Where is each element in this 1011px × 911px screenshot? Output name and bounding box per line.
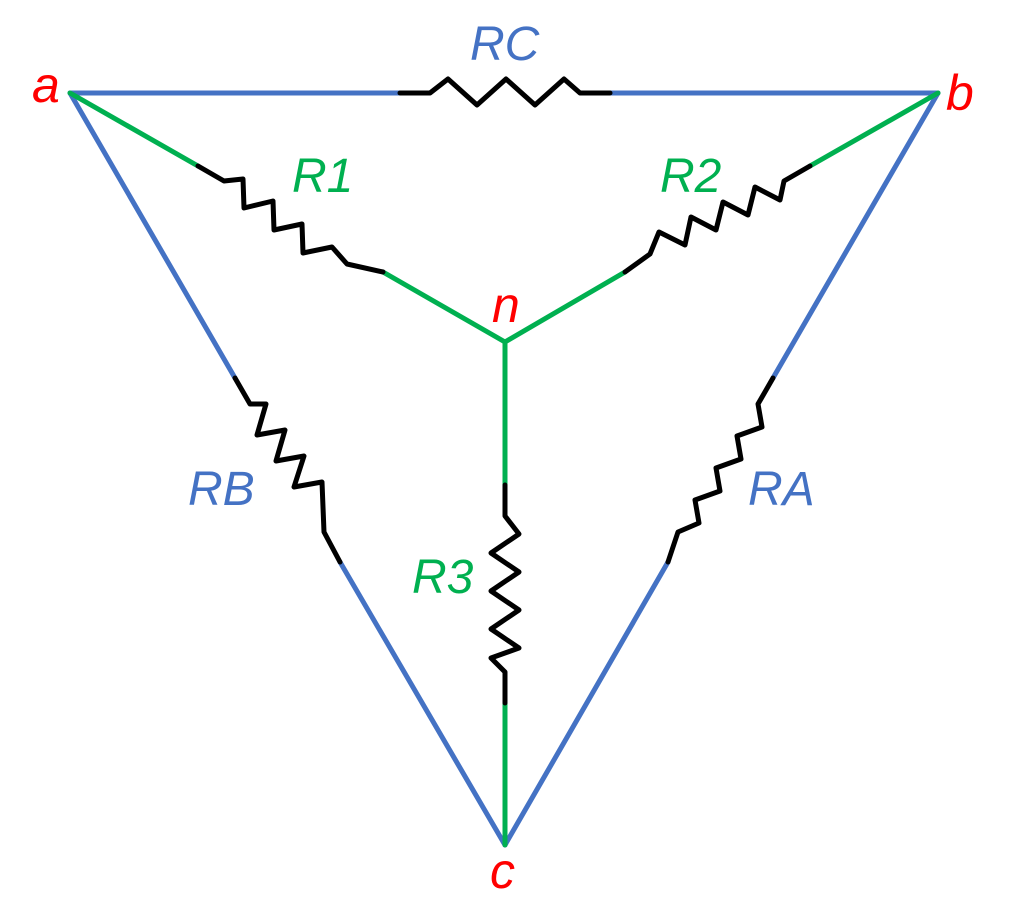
resistor-rb — [232, 375, 343, 565]
wire-b-to-r2 — [807, 90, 941, 169]
resistor-label-ra: RA — [748, 463, 815, 516]
node-label-a: a — [32, 57, 60, 113]
wye-wires — [67, 90, 941, 848]
wire-r2-to-n — [502, 269, 628, 345]
resistor-label-rb: RB — [188, 463, 255, 516]
resistor-label-rc: RC — [470, 18, 540, 71]
node-label-b: b — [946, 65, 974, 121]
delta-wires — [67, 90, 941, 848]
resistor-label-r2: R2 — [660, 150, 721, 203]
node-label-n: n — [492, 277, 520, 333]
resistor-r1 — [195, 163, 386, 275]
wire-a-to-rb — [67, 90, 238, 381]
wire-a-to-r1 — [67, 90, 201, 169]
wire-ra-to-c — [502, 559, 671, 848]
resistor-rc — [397, 76, 613, 108]
wire-rb-to-c — [337, 559, 508, 848]
node-label-c: c — [490, 843, 515, 899]
resistor-label-r1: R1 — [292, 150, 353, 203]
resistor-r2 — [622, 163, 813, 275]
resistor-label-r3: R3 — [412, 551, 474, 604]
wire-r1-to-n — [380, 269, 508, 345]
resistor-r3 — [488, 482, 522, 706]
wire-b-to-ra — [770, 90, 941, 381]
resistor-ra — [665, 375, 776, 565]
